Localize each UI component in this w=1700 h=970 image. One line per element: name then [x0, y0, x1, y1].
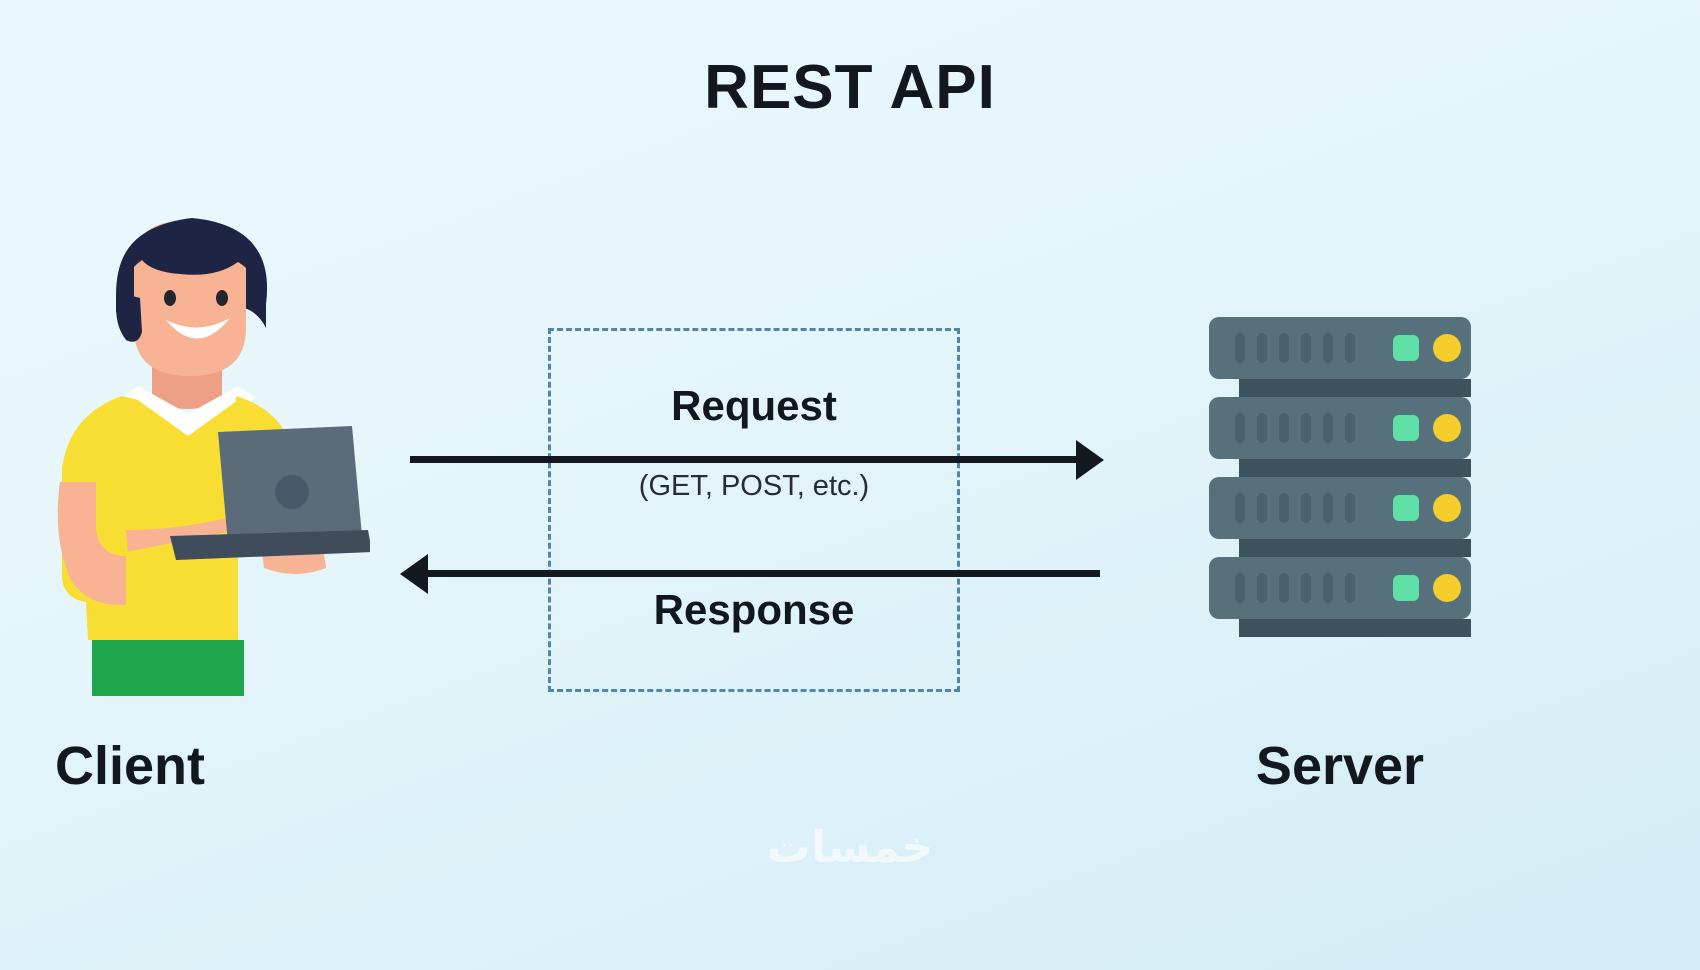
response-arrow-line [420, 570, 1100, 577]
page-title: REST API [704, 53, 996, 122]
request-arrow-line [410, 456, 1082, 463]
client-illustration [30, 200, 370, 700]
request-methods-label: (GET, POST, etc.) [638, 470, 870, 502]
server-label: Server [1255, 736, 1425, 796]
watermark: خمسات [766, 823, 934, 872]
server-illustration [1205, 315, 1475, 660]
request-label: Request [671, 382, 837, 429]
client-label: Client [54, 736, 205, 796]
request-arrow-head-icon [1076, 440, 1104, 480]
response-arrow-head-icon [400, 554, 428, 594]
response-label: Response [653, 586, 855, 633]
api-boundary-box [548, 328, 960, 692]
